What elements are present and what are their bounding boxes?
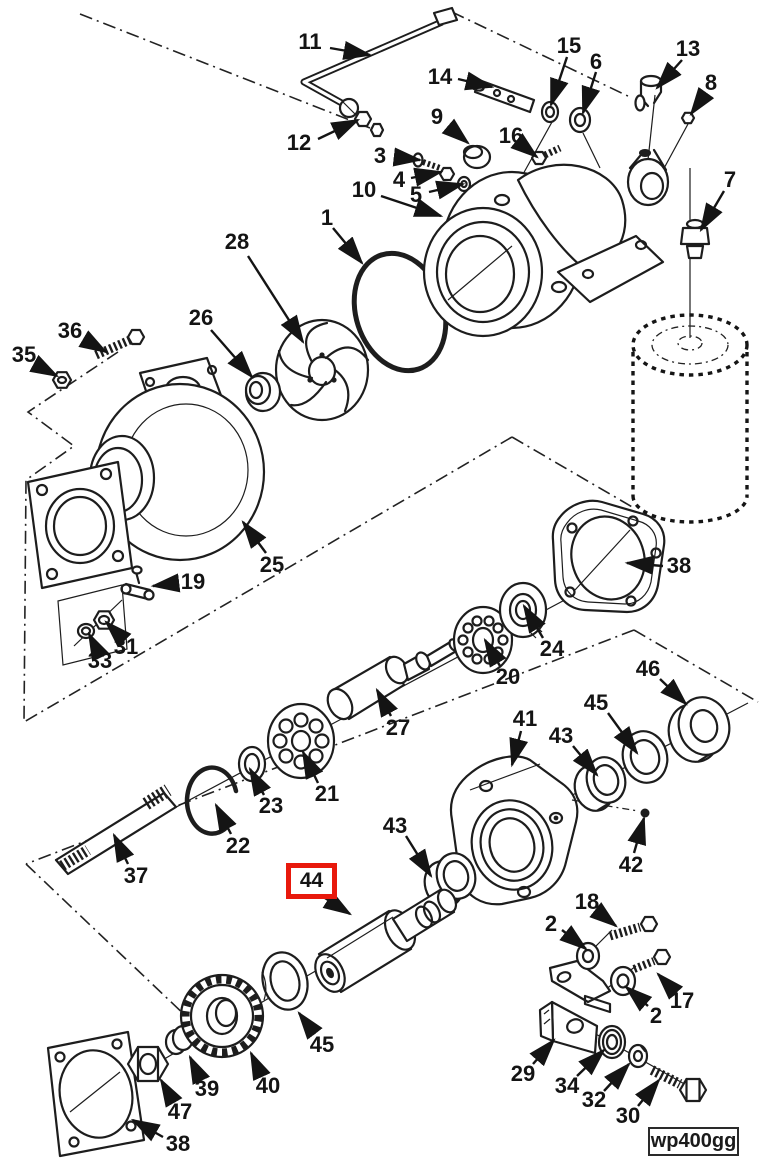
callout-37: 37 xyxy=(123,863,149,888)
callout-12: 12 xyxy=(286,130,312,155)
callout-39: 39 xyxy=(194,1076,220,1101)
callout-23: 23 xyxy=(258,793,284,818)
callout-4: 4 xyxy=(392,167,406,192)
callout-15: 15 xyxy=(556,33,582,58)
fitting-and-oil-filter-drawing xyxy=(631,218,749,524)
callout-24: 24 xyxy=(539,636,565,661)
callout-27: 27 xyxy=(385,715,411,740)
callout-26: 26 xyxy=(188,305,214,330)
shaft-44-drawing xyxy=(314,888,458,994)
callout-38a: 38 xyxy=(666,553,692,578)
callout-11: 11 xyxy=(298,29,322,54)
callout-36: 36 xyxy=(57,318,83,343)
callout-25: 25 xyxy=(259,552,285,577)
callout-21: 21 xyxy=(314,781,340,806)
callout-13: 13 xyxy=(675,36,701,61)
bearing-43-right-drawing xyxy=(573,756,627,812)
callout-31: 31 xyxy=(113,634,139,659)
callout-47: 47 xyxy=(167,1099,193,1124)
shaft-37-drawing xyxy=(54,784,178,876)
callout-7: 7 xyxy=(723,167,737,192)
snap-ring-drawing xyxy=(184,765,239,836)
pipe-assembly-drawing xyxy=(300,6,459,138)
callout-20: 20 xyxy=(495,664,521,689)
callout-42: 42 xyxy=(618,852,644,877)
callout-5: 5 xyxy=(409,182,423,207)
callout-8: 8 xyxy=(704,70,718,95)
callout-28: 28 xyxy=(224,229,250,254)
callout-40: 40 xyxy=(255,1073,281,1098)
callout-3: 3 xyxy=(373,143,387,168)
highlight-box-44: 44 xyxy=(286,863,337,899)
callout-6: 6 xyxy=(589,49,603,74)
callout-43b: 43 xyxy=(382,813,408,838)
callout-38b: 38 xyxy=(165,1131,191,1156)
callout-45b: 45 xyxy=(309,1032,335,1057)
screw-42-drawing xyxy=(640,808,650,818)
washer-23-drawing xyxy=(237,745,267,783)
seal-26-drawing xyxy=(244,371,282,413)
callout-2a: 2 xyxy=(544,911,558,936)
plate-code-label: wp400gg xyxy=(650,1130,737,1152)
callout-32: 32 xyxy=(581,1087,607,1112)
callout-41: 41 xyxy=(512,706,538,731)
callout-16: 16 xyxy=(498,123,524,148)
callout-19: 19 xyxy=(180,569,206,594)
bearing-21-drawing xyxy=(266,702,336,780)
plate-code-box: wp400gg xyxy=(648,1127,739,1156)
callout-35: 35 xyxy=(11,342,37,367)
callout-9: 9 xyxy=(430,104,444,129)
bearing-housing-41-drawing xyxy=(449,755,639,906)
callout-45a: 45 xyxy=(583,690,609,715)
leader-arrows xyxy=(29,40,726,1142)
callout-46: 46 xyxy=(635,656,661,681)
callout-43a: 43 xyxy=(548,723,574,748)
callout-2b: 2 xyxy=(649,1003,663,1028)
callout-17: 17 xyxy=(669,988,695,1013)
callout-22: 22 xyxy=(225,833,251,858)
rear-housing-drawing xyxy=(26,356,266,590)
callout-14: 14 xyxy=(427,64,453,89)
callout-30: 30 xyxy=(615,1103,641,1128)
washer-45-lower-drawing xyxy=(261,951,309,1011)
nut-47-drawing xyxy=(126,1045,170,1083)
callout-10: 10 xyxy=(351,177,377,202)
gear-40-drawing xyxy=(179,973,265,1059)
gasket-38-bottom-drawing xyxy=(46,1030,146,1158)
callout-34: 34 xyxy=(554,1073,580,1098)
callout-29: 29 xyxy=(510,1061,536,1086)
bracket-29-drawing xyxy=(538,959,612,1055)
callout-18: 18 xyxy=(574,889,600,914)
callout-44: 44 xyxy=(299,869,324,892)
callout-33: 33 xyxy=(87,648,113,673)
callout-1: 1 xyxy=(320,205,334,230)
front-housing-drawing xyxy=(422,148,670,338)
impeller-drawing xyxy=(274,318,370,422)
bearing-46-drawing xyxy=(667,696,731,763)
sleeve-27-drawing xyxy=(326,638,460,721)
gasket-38-right-drawing xyxy=(551,499,666,614)
